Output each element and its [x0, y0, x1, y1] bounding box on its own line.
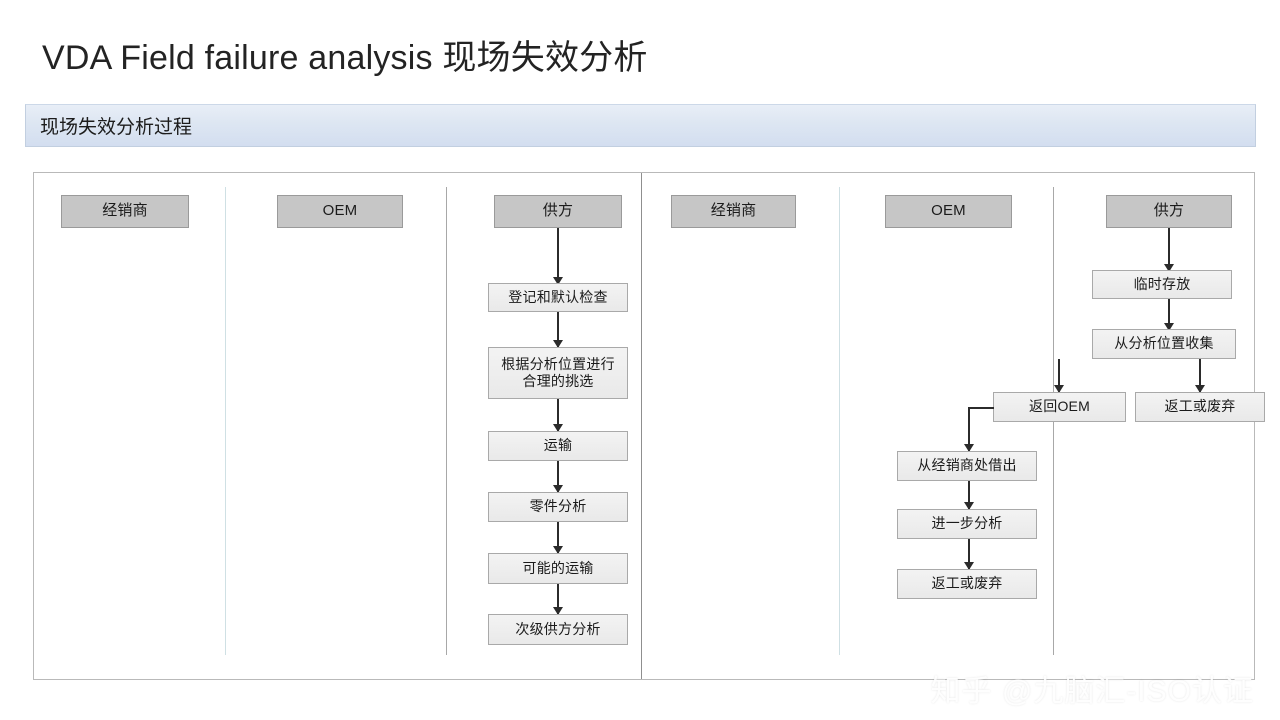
right-step-collect-from-location: 从分析位置收集	[1092, 329, 1236, 359]
left-step-possible-transport: 可能的运输	[488, 553, 628, 584]
lane-divider-right-1	[839, 187, 840, 655]
right-step-rework-or-scrap-oem: 返工或废弃	[897, 569, 1037, 599]
connector-right-branch-left	[1058, 359, 1060, 392]
arrowhead-right-2	[1164, 323, 1174, 331]
right-step-return-to-oem: 返回OEM	[993, 392, 1126, 422]
connector-left-4	[557, 461, 559, 492]
section-header-bar: 现场失效分析过程	[25, 104, 1256, 147]
arrowhead-left-2	[553, 340, 563, 348]
right-lane-header-oem: OEM	[885, 195, 1012, 228]
connector-right-branch-right	[1199, 359, 1201, 392]
connector-left-3	[557, 399, 559, 431]
left-step-selection-by-location: 根据分析位置进行合理的挑选	[488, 347, 628, 399]
connector-elbow-vertical	[968, 407, 970, 451]
connector-right-2	[1168, 299, 1170, 329]
left-lane-header-supplier: 供方	[494, 195, 622, 228]
arrowhead-left-4	[553, 485, 563, 493]
arrowhead-elbow	[964, 444, 974, 452]
right-step-further-analysis: 进一步分析	[897, 509, 1037, 539]
arrowhead-right-1	[1164, 264, 1174, 272]
arrowhead-right-branch-right	[1195, 385, 1205, 393]
left-step-part-analysis: 零件分析	[488, 492, 628, 522]
right-lane-header-dealer: 经销商	[671, 195, 796, 228]
right-step-rework-or-scrap-supplier: 返工或废弃	[1135, 392, 1265, 422]
arrowhead-left-6	[553, 607, 563, 615]
connector-left-5	[557, 522, 559, 553]
section-header-label: 现场失效分析过程	[40, 117, 193, 138]
connector-right-oem-1	[968, 481, 970, 509]
lane-divider-left-1	[225, 187, 226, 655]
connector-left-2	[557, 312, 559, 347]
lane-divider-left-2	[446, 187, 447, 655]
process-diagram: 经销商 OEM 供方 登记和默认检查 根据分析位置进行合理的挑选 运输 零件分析…	[33, 172, 1265, 680]
panel-divider	[641, 173, 642, 679]
connector-right-1	[1168, 228, 1170, 270]
connector-right-oem-2	[968, 539, 970, 569]
arrowhead-left-5	[553, 546, 563, 554]
page-title: VDA Field failure analysis 现场失效分析	[42, 39, 648, 77]
right-step-temporary-storage: 临时存放	[1092, 270, 1232, 299]
arrowhead-right-branch-left	[1054, 385, 1064, 393]
left-step-sub-supplier-analysis: 次级供方分析	[488, 614, 628, 645]
arrowhead-right-oem-1	[964, 502, 974, 510]
right-step-borrow-from-dealer: 从经销商处借出	[897, 451, 1037, 481]
arrowhead-left-3	[553, 424, 563, 432]
left-step-transport: 运输	[488, 431, 628, 461]
connector-left-1	[557, 228, 559, 283]
arrowhead-left-1	[553, 277, 563, 285]
right-lane-header-supplier: 供方	[1106, 195, 1232, 228]
connector-elbow-horizontal	[968, 407, 994, 409]
connector-left-6	[557, 584, 559, 614]
arrowhead-right-oem-2	[964, 562, 974, 570]
left-lane-header-dealer: 经销商	[61, 195, 189, 228]
left-step-registration-check: 登记和默认检查	[488, 283, 628, 312]
left-lane-header-oem: OEM	[277, 195, 403, 228]
